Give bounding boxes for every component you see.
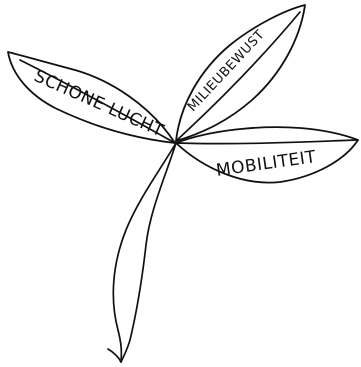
leaf-top: MILIEUBEWUST bbox=[176, 5, 305, 141]
leaf-right: MOBILITEIT bbox=[176, 127, 358, 182]
stem bbox=[108, 143, 176, 362]
leaf-left: SCHONE LUCHT bbox=[8, 52, 175, 143]
